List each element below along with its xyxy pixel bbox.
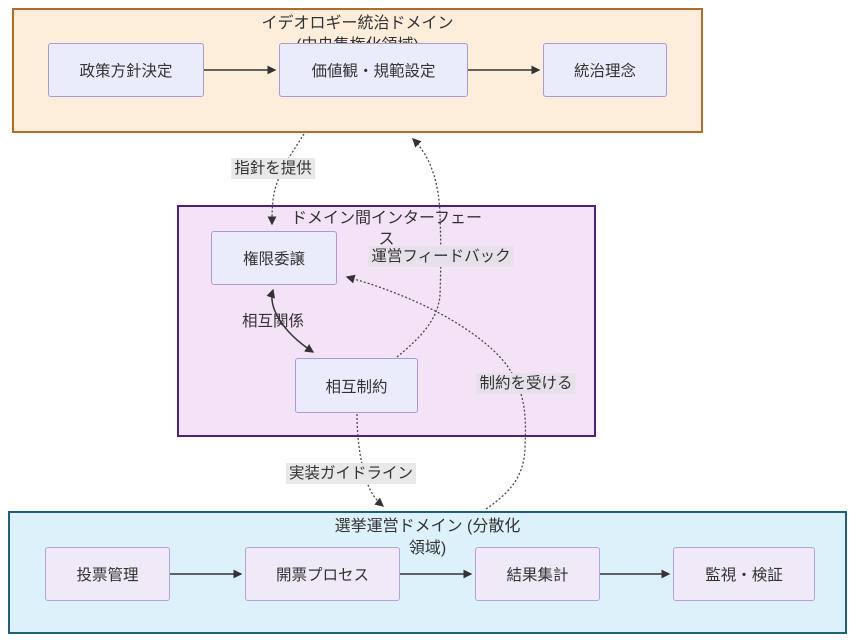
group-election-title-line2: 領域) bbox=[408, 540, 447, 557]
edge-label-guideline: 実装ガイドライン bbox=[285, 463, 417, 484]
edge-guideline-arrow bbox=[356, 413, 385, 507]
node-policy-decision: 政策方針決定 bbox=[48, 43, 204, 97]
group-interface-title-line2: ス bbox=[378, 231, 395, 248]
edge-label-feedback: 運営フィードバック bbox=[368, 246, 514, 267]
group-interface-title-line1: ドメイン間インターフェー bbox=[290, 210, 483, 227]
edge-mutual-relation-arrow bbox=[266, 288, 315, 353]
edge-guidance-arrow bbox=[267, 133, 305, 226]
node-monitoring-verification: 監視・検証 bbox=[673, 547, 815, 601]
edge-label-constrained: 制約を受ける bbox=[476, 373, 576, 394]
group-election-title-line1: 選挙運営ドメイン (分散化 bbox=[334, 518, 521, 535]
node-counting-process: 開票プロセス bbox=[245, 547, 400, 601]
node-values-norms: 価値観・規範設定 bbox=[279, 43, 468, 97]
node-mutual-constraint: 相互制約 bbox=[295, 358, 418, 413]
node-voting-management: 投票管理 bbox=[45, 547, 170, 601]
node-governance-principle: 統治理念 bbox=[543, 43, 667, 97]
node-result-aggregation: 結果集計 bbox=[475, 547, 600, 601]
edge-label-mutual-relation: 相互関係 bbox=[241, 313, 305, 330]
node-delegation: 権限委譲 bbox=[211, 231, 337, 285]
edge-label-guidance: 指針を提供 bbox=[231, 158, 315, 179]
group-ideology-title-line1: イデオロギー統治ドメイン bbox=[261, 15, 454, 32]
